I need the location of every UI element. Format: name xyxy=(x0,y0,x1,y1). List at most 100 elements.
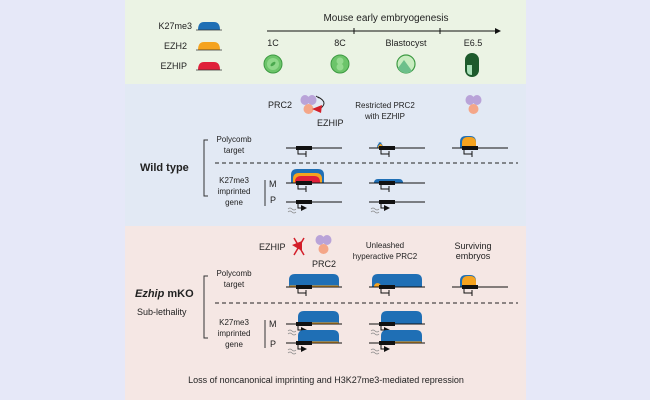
mko-imprinted-label-3: gene xyxy=(225,340,243,349)
legend-swatch-ezhip xyxy=(196,62,222,71)
gene-body xyxy=(379,285,395,289)
gene-body xyxy=(296,181,312,185)
wt-maternal-label: M xyxy=(269,179,277,189)
mko-prc2-icon xyxy=(315,235,332,254)
gene-body xyxy=(296,146,312,150)
wild-type-title: Wild type xyxy=(140,162,189,174)
mko-e65-polycomb-gene xyxy=(452,275,508,296)
transcript-icon xyxy=(370,348,380,355)
wt-ezhip-label: EZHIP xyxy=(317,118,344,128)
repressed-promoter-icon xyxy=(380,287,390,296)
mko-subtitle: Sub-lethality xyxy=(137,307,187,317)
mko-1c-polycomb-gene xyxy=(286,274,342,296)
wt-e65-polycomb-gene xyxy=(452,136,508,157)
embryo-8c-icon xyxy=(330,54,350,74)
mko-ezhip-label: EZHIP xyxy=(259,242,286,252)
gene-body xyxy=(379,146,395,150)
gene-body xyxy=(462,285,478,289)
stage-1c-label: 1C xyxy=(267,38,279,48)
transcript-icon xyxy=(287,329,297,336)
wt-blast-polycomb-gene xyxy=(369,142,425,157)
gene-body xyxy=(296,322,312,326)
wt-blast-maternal-gene xyxy=(369,179,425,192)
repressed-promoter-icon xyxy=(380,183,390,192)
repressed-promoter-icon xyxy=(297,183,307,192)
wt-1c-maternal-gene xyxy=(286,169,342,192)
embryo-blastocyst-icon xyxy=(396,54,416,74)
k27me3-mark xyxy=(381,311,422,324)
k27me3-mark xyxy=(298,330,339,343)
wt-1c-paternal-gene xyxy=(286,200,342,214)
active-promoter-icon xyxy=(297,343,307,352)
repressed-promoter-icon xyxy=(380,148,390,157)
wt-blast-paternal-gene xyxy=(369,200,425,214)
stage-blastocyst-label: Blastocyst xyxy=(385,38,427,48)
mko-1c-maternal-gene xyxy=(286,311,342,336)
mko-title: Ezhip mKO xyxy=(135,289,194,300)
transcript-icon xyxy=(287,207,297,214)
mko-blast-polycomb-gene xyxy=(369,274,425,296)
mko-imprinted-label-1: K27me3 xyxy=(219,318,249,327)
active-promoter-icon xyxy=(380,324,390,333)
unleashed-label-2: hyperactive PRC2 xyxy=(352,252,418,261)
mko-blast-maternal-gene xyxy=(369,311,425,336)
repressed-promoter-icon xyxy=(297,148,307,157)
ezh2-mark xyxy=(462,276,476,287)
mko-polycomb-label-2: target xyxy=(223,280,245,289)
repressed-promoter-icon xyxy=(297,287,307,296)
transcript-icon xyxy=(370,329,380,336)
wt-prc2-label: PRC2 xyxy=(268,100,293,110)
wt-imprinted-label-1: K27me3 xyxy=(219,176,249,185)
k27me3-mark xyxy=(298,311,339,324)
ezhip-knockout-icon xyxy=(292,237,305,256)
gene-body xyxy=(379,181,395,185)
stage-e65-label: E6.5 xyxy=(463,38,483,48)
embryo-e65-icon xyxy=(465,53,479,77)
restricted-label-1: Restricted PRC2 xyxy=(355,101,415,110)
mko-maternal-label: M xyxy=(269,319,277,329)
legend-label-k27me3: K27me3 xyxy=(158,21,192,31)
mko-imprinted-label-2: imprinted xyxy=(217,329,251,338)
gene-body xyxy=(379,322,395,326)
mko-bracket xyxy=(203,275,208,339)
legend-swatch-k27me3 xyxy=(196,22,222,31)
wt-polycomb-label-2: target xyxy=(223,146,245,155)
transcript-icon xyxy=(287,348,297,355)
k27me3-mark xyxy=(381,330,422,343)
timeline-arrow xyxy=(267,28,501,34)
mko-paternal-label: P xyxy=(270,339,277,349)
k27me3-mark xyxy=(372,274,422,287)
repressed-promoter-icon xyxy=(463,148,473,157)
mko-prc2-label: PRC2 xyxy=(312,259,337,269)
mko-polycomb-label-1: Polycomb xyxy=(216,269,252,278)
transcript-icon xyxy=(370,207,380,214)
k27me3-mark xyxy=(289,274,339,287)
restricted-label-2: with EZHIP xyxy=(364,112,406,121)
legend-label-ezhip: EZHIP xyxy=(160,61,187,71)
surviving-label-2: embryos xyxy=(455,251,491,261)
timeline-panel xyxy=(125,0,526,84)
gene-body xyxy=(296,200,312,204)
gene-body xyxy=(379,200,395,204)
gene-tracks xyxy=(286,136,508,355)
active-promoter-icon xyxy=(297,324,307,333)
embryo-1c-icon xyxy=(263,54,283,74)
stage-8c-label: 8C xyxy=(334,38,346,48)
wt-imprinted-label-2: imprinted xyxy=(217,187,251,196)
active-promoter-icon xyxy=(380,343,390,352)
repressed-promoter-icon xyxy=(463,287,473,296)
mko-blast-paternal-gene xyxy=(369,330,425,355)
gene-body xyxy=(462,146,478,150)
legend-label-ezh2: EZH2 xyxy=(163,41,187,51)
ezh2-mark xyxy=(462,137,476,148)
active-promoter-icon xyxy=(380,202,390,211)
wt-ezhip-arrow-icon xyxy=(312,95,325,113)
timeline-title: Mouse early embryogenesis xyxy=(323,13,449,24)
wt-polycomb-label-1: Polycomb xyxy=(216,135,252,144)
mko-1c-paternal-gene xyxy=(286,330,342,355)
conclusion-text: Loss of noncanonical imprinting and H3K2… xyxy=(188,375,464,385)
gene-body xyxy=(296,341,312,345)
surviving-label-1: Surviving xyxy=(454,241,492,251)
gene-body xyxy=(379,341,395,345)
